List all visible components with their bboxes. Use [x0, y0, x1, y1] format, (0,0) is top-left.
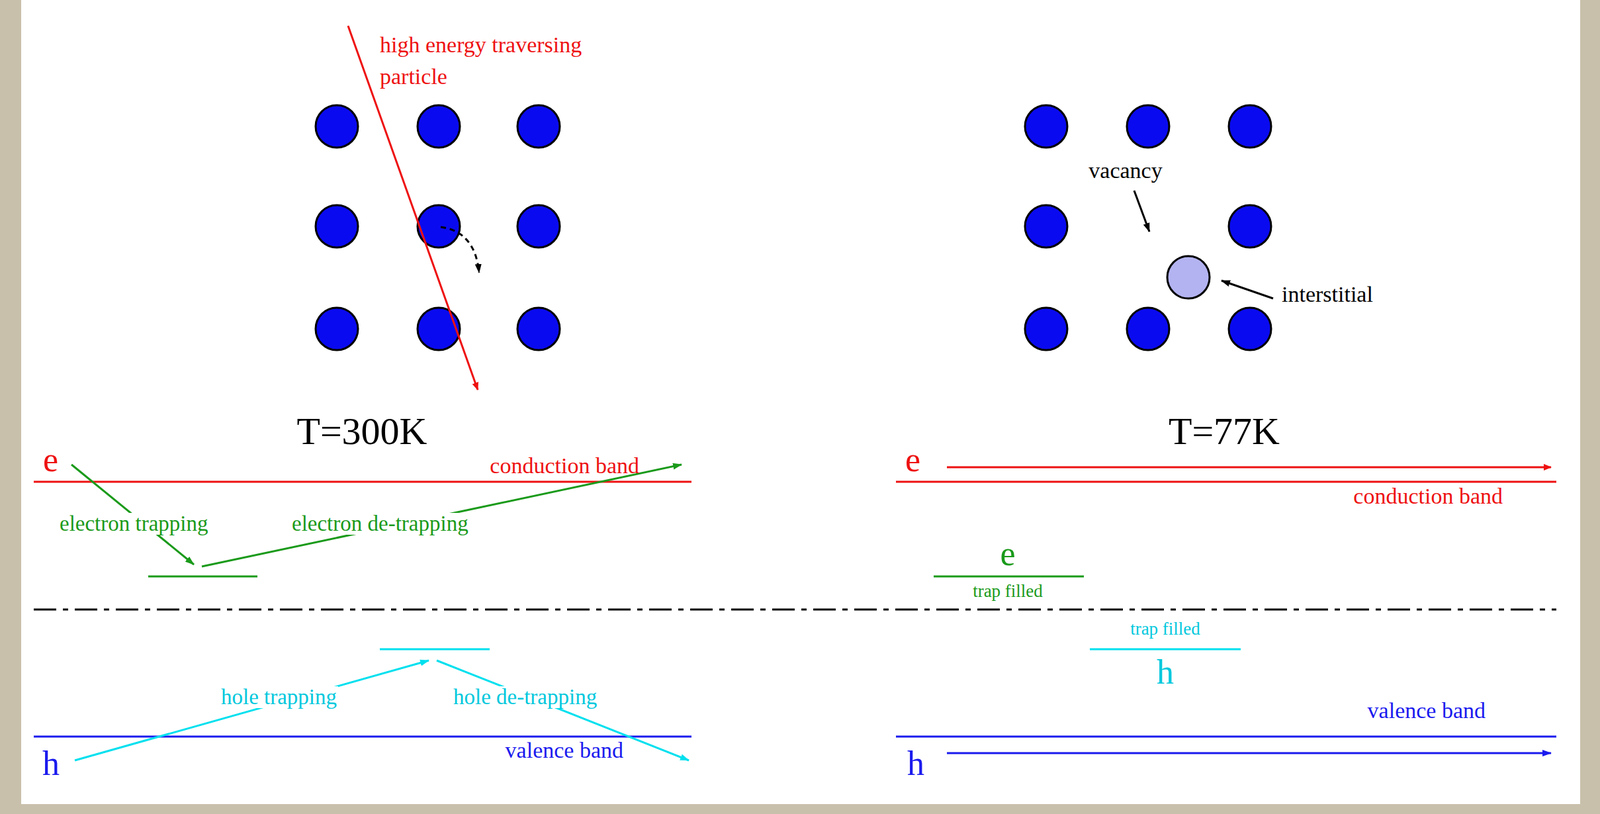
carrier-symbol: e	[41, 442, 60, 478]
temperature-label: T=300K	[295, 412, 429, 451]
carrier-symbol: e	[998, 536, 1017, 572]
white-panel	[21, 0, 1581, 804]
process-label: electron de-trapping	[290, 512, 470, 535]
band-label: valence band	[1366, 699, 1487, 722]
band-diagram-left	[33, 464, 692, 761]
leader-line	[1134, 190, 1150, 232]
band-label: conduction band	[1351, 485, 1505, 508]
band-diagram-right	[895, 467, 1557, 754]
leader-line	[1221, 280, 1274, 299]
lattice-left	[315, 105, 560, 351]
process-label: hole de-trapping	[451, 686, 599, 709]
process-label: electron trapping	[58, 512, 210, 535]
carrier-symbol: e	[903, 442, 922, 478]
defect-label: vacancy	[1087, 159, 1164, 182]
fermi-level	[33, 608, 1557, 611]
trap-label: trap filled	[1128, 620, 1202, 638]
lattice-right	[1024, 105, 1272, 351]
process-label: hole trapping	[219, 686, 339, 709]
particle-label: high energy traversing particle	[378, 29, 593, 92]
carrier-symbol: h	[905, 746, 926, 781]
band-label: valence band	[504, 739, 625, 762]
carrier-symbol: h	[41, 746, 61, 781]
temperature-label: T=77K	[1167, 412, 1282, 451]
band-label: conduction band	[488, 454, 641, 478]
carrier-symbol: h	[1155, 655, 1176, 690]
defect-label: interstitial	[1280, 283, 1375, 306]
displacement-arc	[440, 226, 480, 273]
trap-label: trap filled	[971, 582, 1045, 601]
